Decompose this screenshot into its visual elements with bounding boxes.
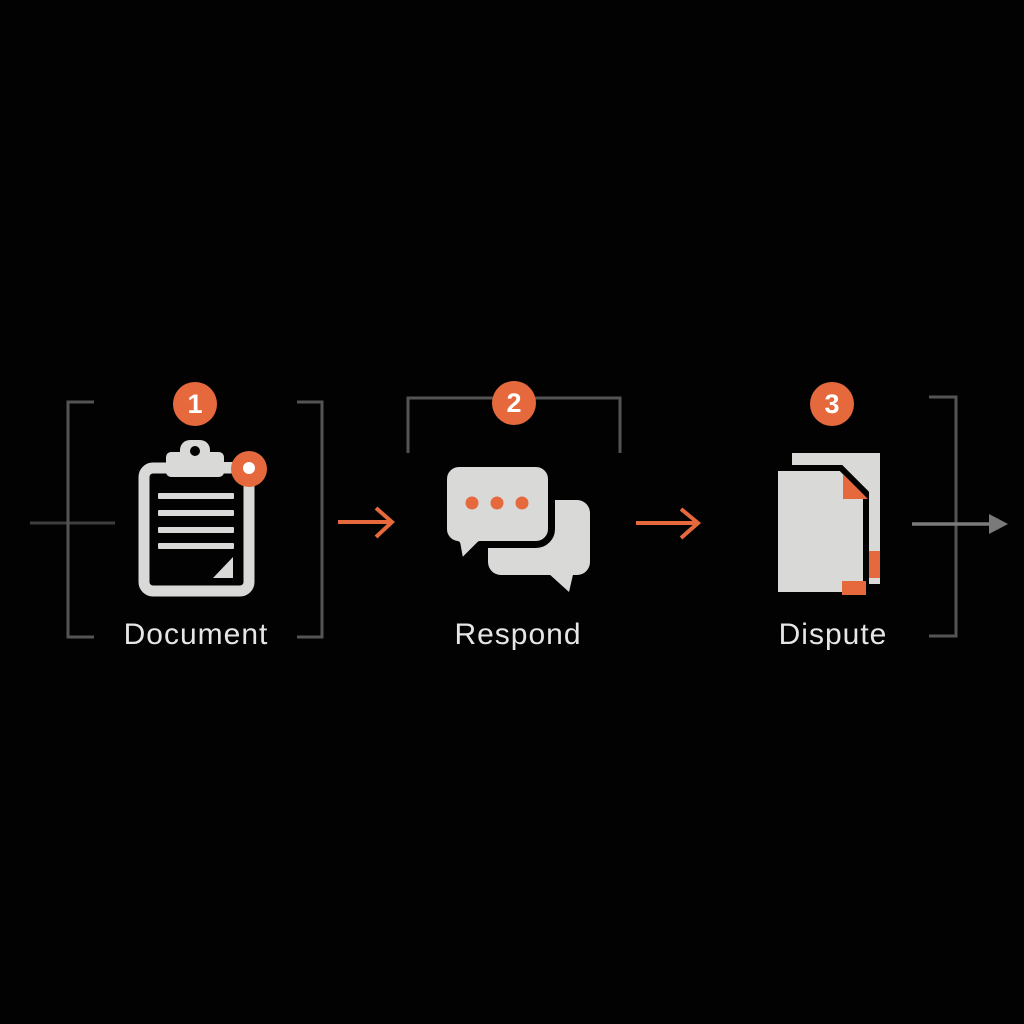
clipboard-icon (138, 440, 267, 597)
step-3-badge: 3 (810, 382, 854, 426)
exit-arrow-icon (912, 514, 1008, 534)
step-1-badge: 1 (173, 382, 217, 426)
typing-dot (490, 496, 504, 510)
step-2-badge: 2 (492, 381, 536, 425)
step-3-frame (929, 395, 958, 638)
chat-bubbles-icon (439, 460, 590, 592)
step-2-number: 2 (506, 387, 522, 418)
step-1-number: 1 (187, 388, 203, 419)
step-3-label: Dispute (778, 618, 888, 651)
typing-dot (515, 496, 529, 510)
folded-corner (843, 474, 868, 499)
arrow-2-icon (636, 507, 702, 540)
step-2-label: Respond (454, 618, 582, 651)
arrow-1-icon (338, 506, 395, 539)
step-1-label: Document (123, 618, 269, 651)
step-3-number: 3 (824, 388, 840, 419)
typing-dot (465, 496, 479, 510)
document-stack-icon (772, 453, 880, 598)
step-1-frame (66, 400, 324, 639)
